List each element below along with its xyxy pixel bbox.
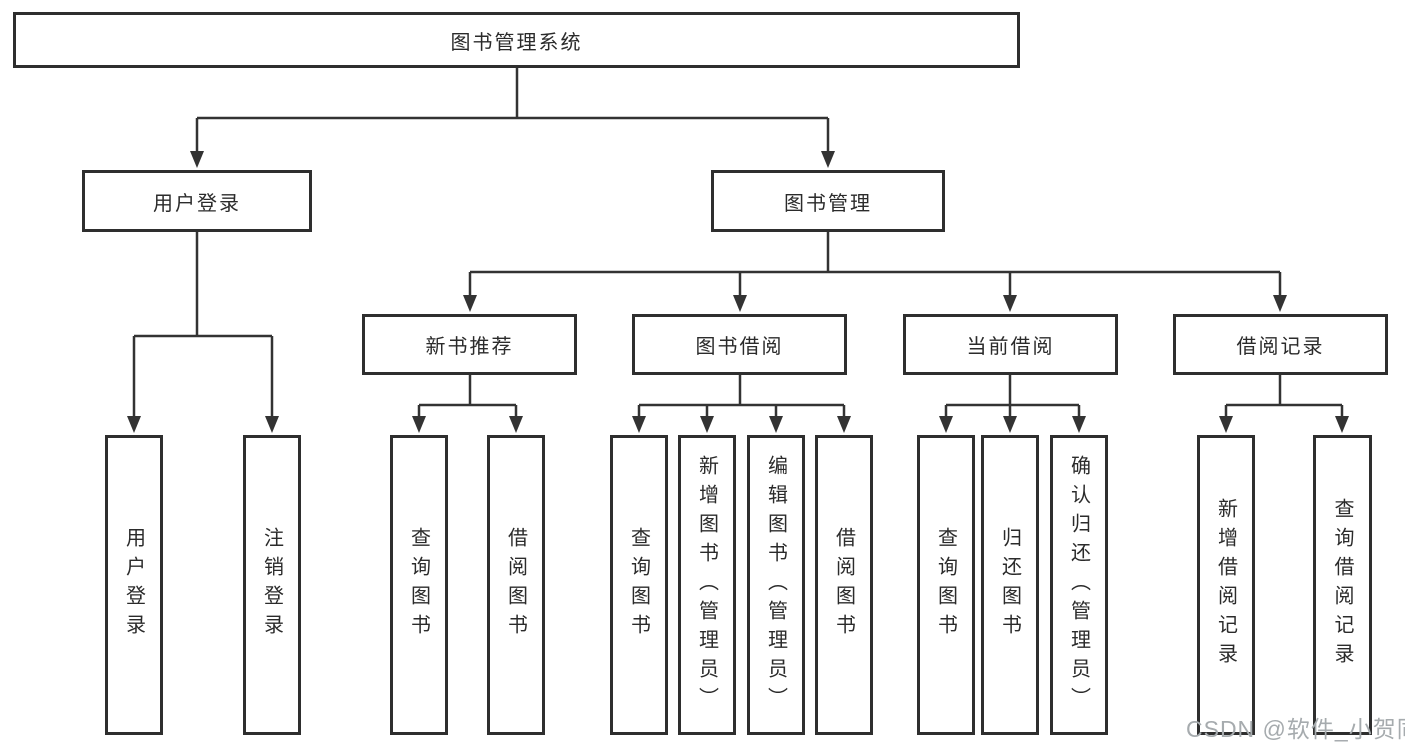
node-borrow-records: 借阅记录 [1173,314,1388,375]
leaf-label: 注销登录 [260,527,283,643]
leaf-label: 查询图书 [934,527,957,643]
leaf-label: 用户登录 [122,527,145,643]
leaf-edit-books-admin: 编辑图书（管理员） [747,435,805,735]
leaf-query-borrow-record: 查询借阅记录 [1313,435,1372,735]
node-current-borrow: 当前借阅 [903,314,1118,375]
watermark: CSDN @软件_小贺同学 [1186,716,1405,742]
leaf-label: 归还图书 [998,527,1021,643]
leaf-label: 新增图书（管理员） [695,454,718,716]
leaf-user-login: 用户登录 [105,435,163,735]
leaf-query-books-current: 查询图书 [917,435,975,735]
leaf-return-books: 归还图书 [981,435,1039,735]
leaf-borrow-books: 借阅图书 [815,435,873,735]
leaf-label: 新增借阅记录 [1214,498,1237,672]
node-book-management: 图书管理 [711,170,945,232]
leaf-confirm-return-admin: 确认归还（管理员） [1050,435,1108,735]
node-book-borrow: 图书借阅 [632,314,847,375]
node-new-book-recommend: 新书推荐 [362,314,577,375]
leaf-query-books-recommend: 查询图书 [390,435,448,735]
leaf-label: 确认归还（管理员） [1067,454,1090,716]
leaf-logout: 注销登录 [243,435,301,735]
leaf-label: 借阅图书 [504,527,527,643]
leaf-query-books-borrow: 查询图书 [610,435,668,735]
node-root-library-system: 图书管理系统 [13,12,1020,68]
leaf-label: 编辑图书（管理员） [764,454,787,716]
leaf-label: 借阅图书 [832,527,855,643]
leaf-add-borrow-record: 新增借阅记录 [1197,435,1255,735]
node-user-login: 用户登录 [82,170,312,232]
leaf-label: 查询图书 [407,527,430,643]
leaf-add-books-admin: 新增图书（管理员） [678,435,736,735]
leaf-label: 查询借阅记录 [1331,498,1353,672]
leaf-label: 查询图书 [627,527,650,643]
leaf-borrow-books-recommend: 借阅图书 [487,435,545,735]
